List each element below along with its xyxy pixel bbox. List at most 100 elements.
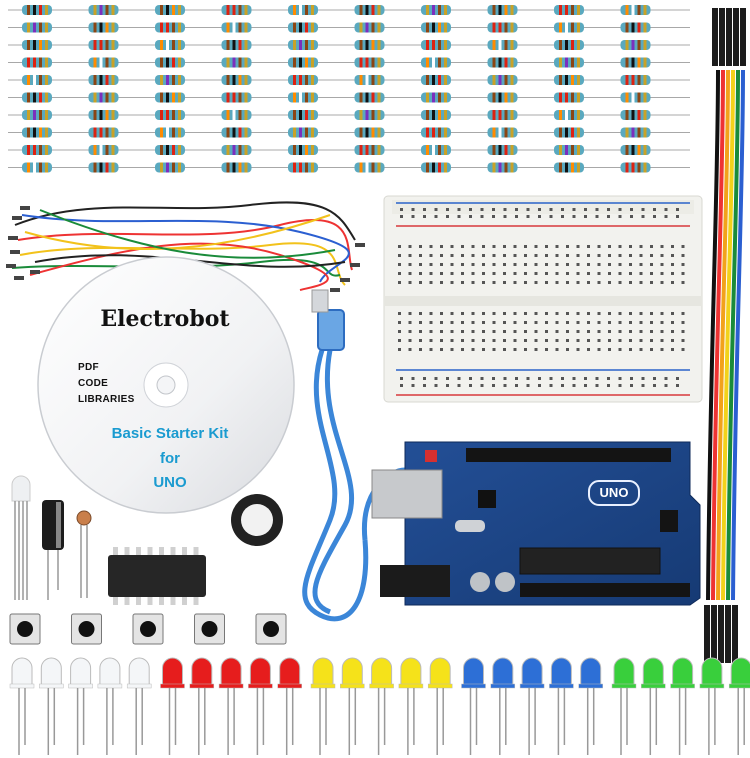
resistor	[155, 40, 185, 50]
jumper-wire-bundle	[11, 201, 356, 291]
led-yellow	[398, 657, 424, 755]
cd-disc	[37, 256, 295, 514]
resistor	[620, 22, 651, 33]
resistor	[22, 92, 52, 103]
resistor	[22, 75, 52, 85]
push-button	[194, 613, 225, 645]
resistor	[155, 57, 185, 68]
resistor	[421, 75, 451, 85]
wire-pin	[340, 278, 350, 282]
cd-brand-label: Electrobot	[100, 306, 230, 332]
resistor	[155, 22, 185, 33]
cd-subtitle: Basic Starter Kit	[111, 425, 229, 442]
resistor	[88, 145, 119, 155]
resistor	[88, 57, 119, 68]
resistor	[620, 145, 651, 155]
wire-pin	[6, 264, 16, 268]
resistor	[620, 57, 651, 68]
resistor	[421, 22, 451, 33]
dupont-connector	[733, 8, 739, 66]
electrolytic-capacitor	[42, 500, 64, 600]
ic-chip	[108, 547, 206, 605]
push-button	[71, 613, 102, 645]
resistor	[88, 110, 119, 120]
resistor	[221, 75, 252, 85]
uno-board-logo: UNO	[588, 480, 640, 506]
resistor	[22, 110, 52, 120]
led-red	[160, 657, 185, 755]
dupont-cable-strip	[704, 8, 746, 663]
jumper-wire-ends	[6, 206, 365, 292]
resistor	[554, 75, 584, 85]
led-white	[97, 657, 123, 755]
resistor	[288, 92, 318, 103]
resistor	[620, 92, 651, 103]
dupont-connector	[718, 605, 724, 663]
resistor	[288, 127, 318, 138]
resistor	[421, 145, 451, 155]
wire-pin	[12, 216, 22, 220]
resistor	[221, 127, 252, 138]
resistor	[22, 5, 52, 15]
resistor-grid	[8, 5, 690, 173]
dupont-wire	[711, 69, 725, 601]
resistor	[88, 162, 119, 173]
resistor	[354, 57, 385, 68]
wire-pin	[355, 243, 365, 247]
photoresistor	[76, 510, 92, 598]
wire-pin	[330, 288, 340, 292]
led-rows	[9, 657, 750, 755]
resistor	[288, 110, 318, 120]
resistor	[487, 40, 518, 50]
cd-for-label: for	[160, 450, 180, 467]
resistor	[221, 145, 252, 155]
resistor	[487, 162, 518, 173]
push-button	[132, 613, 164, 645]
resistor	[288, 40, 318, 50]
resistor	[88, 75, 119, 85]
resistor	[421, 5, 451, 15]
wire-pin	[14, 276, 24, 280]
led-white	[68, 657, 93, 755]
resistor	[288, 162, 318, 173]
resistor	[22, 22, 52, 33]
dupont-connector	[719, 8, 725, 66]
wire-pin	[350, 263, 360, 267]
resistor	[354, 5, 385, 15]
dupont-connector	[704, 605, 710, 663]
led-green	[728, 657, 750, 755]
resistor	[288, 57, 318, 68]
resistor	[22, 162, 52, 173]
resistor	[421, 92, 451, 103]
arduino-uno-board	[371, 441, 701, 606]
resistor	[554, 92, 584, 103]
led-white	[9, 657, 35, 755]
resistor	[22, 145, 52, 155]
resistor	[155, 162, 185, 173]
resistor	[288, 145, 318, 155]
resistor	[554, 145, 584, 155]
dupont-connector	[725, 605, 731, 663]
resistor	[554, 22, 584, 33]
resistor	[554, 110, 584, 120]
dupont-wire	[726, 69, 740, 601]
resistor	[22, 57, 52, 68]
resistor	[22, 127, 52, 138]
resistor	[354, 75, 385, 85]
resistor	[288, 75, 318, 85]
resistor	[155, 5, 185, 15]
resistor	[155, 127, 185, 138]
resistor	[487, 57, 518, 68]
resistor	[487, 127, 518, 138]
resistor	[421, 40, 451, 50]
led-yellow	[369, 657, 394, 755]
dupont-connector	[732, 605, 738, 663]
led-red	[189, 657, 215, 755]
resistor	[221, 110, 252, 120]
led-green	[611, 657, 637, 755]
resistor	[620, 5, 651, 15]
push-button-row	[9, 613, 287, 645]
led-green	[670, 657, 695, 755]
led-blue	[578, 657, 603, 755]
resistor	[88, 40, 119, 50]
